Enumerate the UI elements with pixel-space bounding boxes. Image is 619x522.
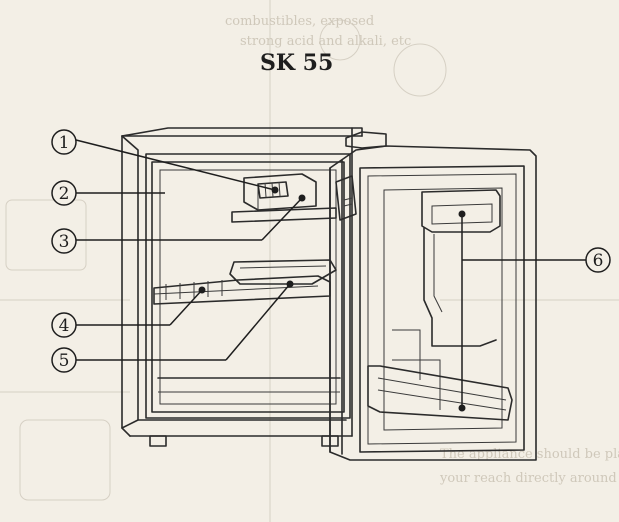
freezer-compartment [231, 173, 337, 223]
callout-2-label: 2 [59, 184, 70, 204]
door-inner-panel [392, 329, 441, 410]
leader-6-dot-top [458, 210, 466, 218]
callout-6: 6 [585, 247, 611, 273]
leader-4b [169, 289, 203, 326]
fridge-cabinet [121, 127, 363, 447]
diagram-title: SK 55 [260, 50, 333, 76]
leader-5b [225, 283, 291, 361]
leader-5-dot [286, 280, 294, 288]
callout-6-label: 6 [593, 251, 604, 271]
leader-4-dot [198, 286, 206, 294]
callout-5-label: 5 [59, 351, 70, 371]
leader-6-dot-bottom [458, 404, 466, 412]
door-rack-upper [421, 189, 501, 347]
leader-1 [75, 139, 276, 191]
callout-2: 2 [51, 180, 77, 206]
leader-3-dot [298, 194, 306, 202]
leader-lines [75, 139, 586, 412]
interior-shelf [153, 275, 331, 305]
bottom-bin [157, 377, 341, 393]
door-rack-lower [367, 365, 513, 421]
callout-3-label: 3 [59, 232, 70, 252]
callout-4-label: 4 [59, 316, 70, 336]
fridge-door [329, 145, 537, 461]
leader-3b [261, 197, 303, 241]
callout-1-label: 1 [59, 133, 70, 153]
callout-1: 1 [51, 129, 77, 155]
callout-5: 5 [51, 347, 77, 373]
bleed-text-1: combustibles, exposed [225, 14, 374, 29]
leader-1-dot [271, 186, 279, 194]
bleed-text-4: your reach directly around the wall [439, 471, 619, 486]
callout-3: 3 [51, 228, 77, 254]
callout-4: 4 [51, 312, 77, 338]
bleed-text-2: strong acid and alkali, etc [240, 34, 411, 49]
